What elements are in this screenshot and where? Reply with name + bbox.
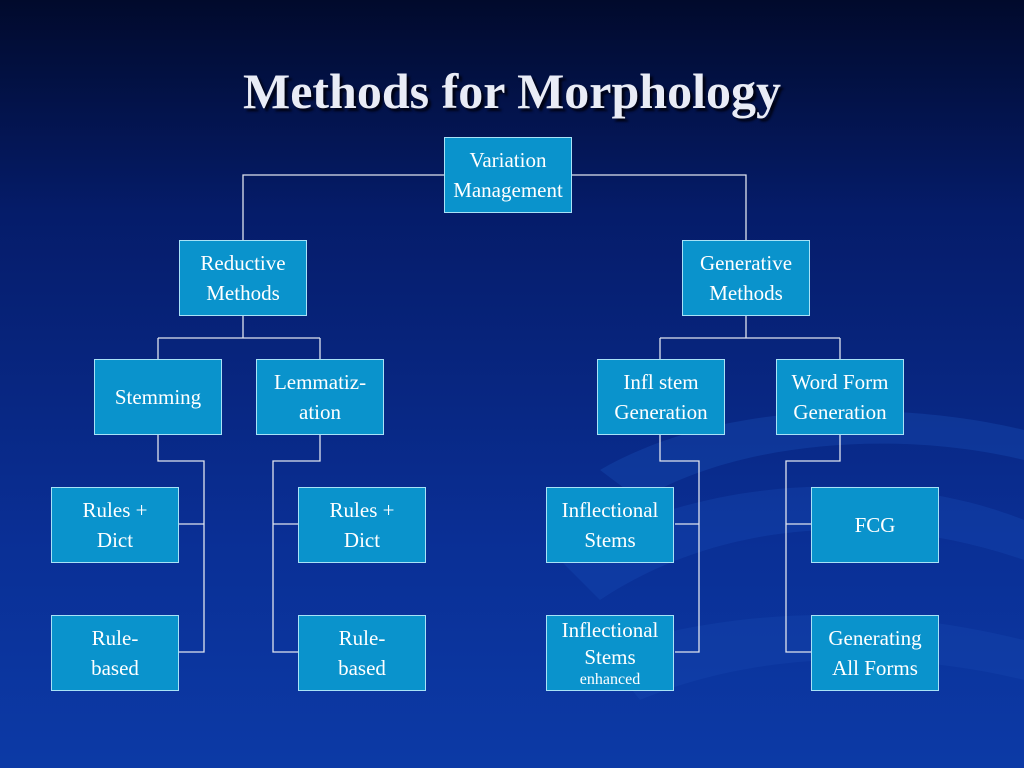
node-label-line: Methods bbox=[709, 281, 783, 305]
node-generative-methods: Generative Methods bbox=[682, 240, 810, 316]
node-label-line: Generation bbox=[793, 400, 887, 424]
node-reductive-methods: Reductive Methods bbox=[179, 240, 307, 316]
node-label-line: Lemmatiz- bbox=[273, 370, 367, 394]
node-label-line: Rules + bbox=[82, 498, 148, 522]
node-label-line: Generation bbox=[614, 400, 708, 424]
node-inflectional-stems-enhanced: Inflectional Stems enhanced bbox=[546, 615, 674, 691]
node-fcg: FCG bbox=[811, 487, 939, 563]
node-label-line: Management bbox=[453, 178, 563, 202]
node-label-line: Rule- bbox=[338, 626, 386, 650]
node-label-line: Generating bbox=[828, 626, 922, 650]
node-inflectional-stems: Inflectional Stems bbox=[546, 487, 674, 563]
node-stemming-rule-based: Rule- based bbox=[51, 615, 179, 691]
node-label-line: Rules + bbox=[329, 498, 395, 522]
node-label-line: Stems bbox=[584, 645, 636, 669]
node-label-line: All Forms bbox=[832, 656, 918, 680]
connector-lemmatization-leaves bbox=[272, 435, 321, 653]
node-label-line: Inflectional bbox=[561, 498, 659, 522]
connector-generative-branches bbox=[659, 315, 841, 359]
node-label-line: Stems bbox=[584, 528, 636, 552]
node-label-line: based bbox=[91, 656, 139, 680]
node-label-line: Dict bbox=[343, 528, 381, 552]
node-generating-all-forms: Generating All Forms bbox=[811, 615, 939, 691]
node-label-line: based bbox=[338, 656, 386, 680]
node-label-line: Stemming bbox=[114, 385, 202, 409]
node-word-form-generation: Word Form Generation bbox=[776, 359, 904, 435]
node-lemmatization: Lemmatiz- ation bbox=[256, 359, 384, 435]
node-label-line: Dict bbox=[96, 528, 134, 552]
connector-stemming-leaves bbox=[157, 435, 205, 653]
node-lemmatization-rules-dict: Rules + Dict bbox=[298, 487, 426, 563]
node-lemmatization-rule-based: Rule- based bbox=[298, 615, 426, 691]
node-stemming: Stemming bbox=[94, 359, 222, 435]
node-label-line: FCG bbox=[854, 513, 896, 537]
connector-reductive-branches bbox=[157, 315, 321, 359]
node-label-line: Inflectional bbox=[561, 618, 659, 642]
node-infl-stem-generation: Infl stem Generation bbox=[597, 359, 725, 435]
node-label-line: Reductive bbox=[200, 251, 286, 275]
node-label-line: ation bbox=[299, 400, 341, 424]
node-label-line: Infl stem bbox=[623, 370, 699, 394]
node-label-line: Methods bbox=[206, 281, 280, 305]
node-label-line: Generative bbox=[699, 251, 793, 275]
connector-word-form-leaves bbox=[785, 435, 841, 653]
node-label-line: Word Form bbox=[791, 370, 889, 394]
node-variation-management: Variation Management bbox=[444, 137, 572, 213]
node-stemming-rules-dict: Rules + Dict bbox=[51, 487, 179, 563]
connector-infl-stem-leaves bbox=[659, 435, 700, 653]
node-label-line: Rule- bbox=[91, 626, 139, 650]
node-label-line: Variation bbox=[469, 148, 547, 172]
slide-title: Methods for Morphology bbox=[243, 63, 781, 119]
node-note: enhanced bbox=[579, 671, 641, 688]
connector-root-branches bbox=[242, 174, 747, 240]
